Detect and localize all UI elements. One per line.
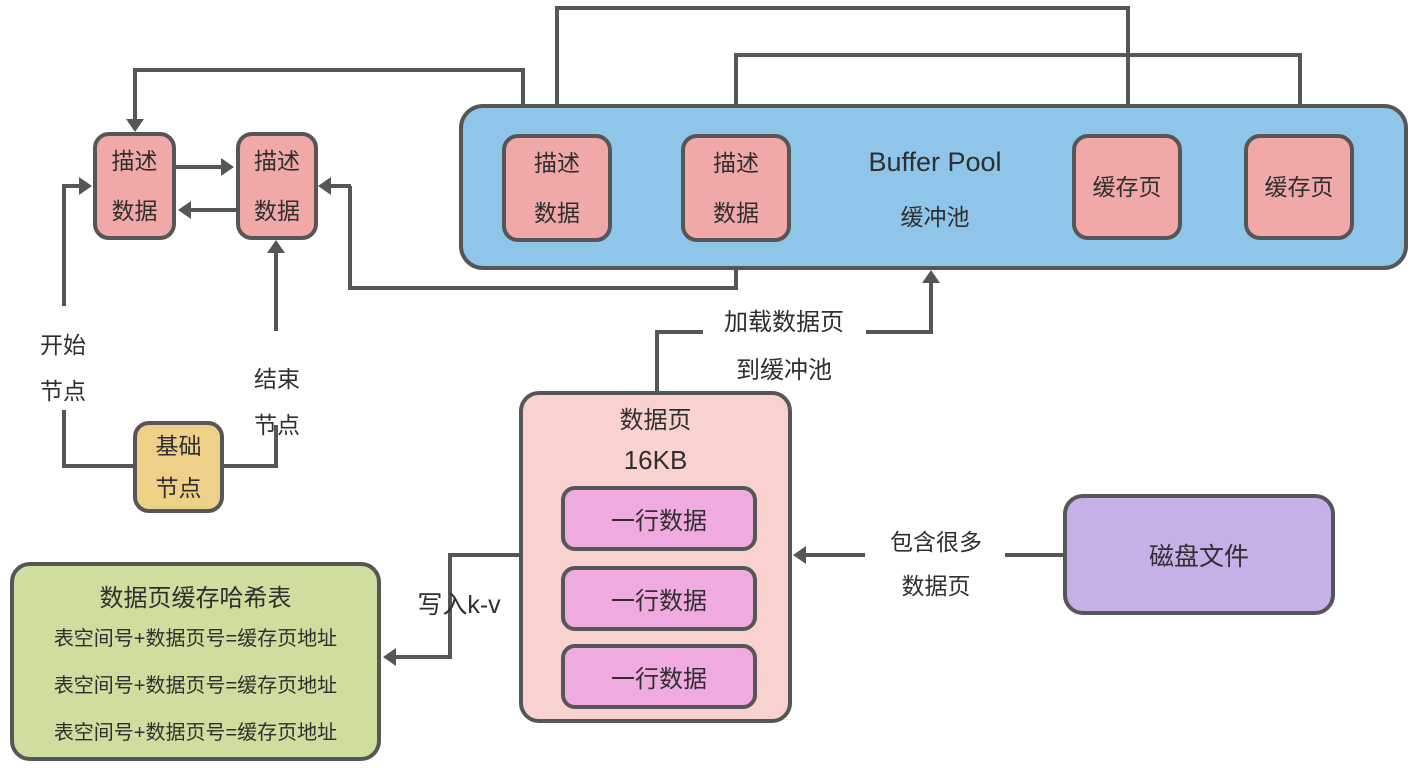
node-label: 描述 [534,150,580,176]
data-row: 一行数据 [561,644,757,709]
label-line: 结束 [254,366,300,392]
buffer-pool-title: Buffer Pool [868,147,1002,177]
node-label: 数据 [713,200,759,226]
label-line: 包含很多 [890,529,982,555]
line-segment [274,425,278,468]
data-row-label: 一行数据 [611,666,707,693]
label-line: 数据页 [901,573,971,599]
line-segment [396,655,452,659]
label-line: 节点 [40,378,86,404]
line-segment [190,208,236,212]
node-label: 缓存页 [1264,174,1334,200]
line-segment [348,186,352,290]
arrowhead-left [793,546,806,564]
describe-data-node-pool-2: 描述 数据 [681,134,791,242]
line-segment [62,410,66,468]
line-segment [331,184,351,188]
data-row: 一行数据 [561,566,757,631]
line-segment [1005,553,1063,557]
label-line: 加载数据页 [724,309,844,336]
line-segment [62,464,133,468]
data-page-node: 数据页 16KB 一行数据 一行数据 一行数据 [519,391,792,723]
node-label: 描述 [713,150,759,176]
line-segment [555,6,1130,10]
line-segment [348,286,738,290]
arrowhead-up [267,240,285,253]
hash-table-row: 表空间号+数据页号=缓存页地址 [53,628,338,650]
node-label: 描述 [254,148,300,174]
arrowhead-right [79,177,92,195]
disk-file-node: 磁盘文件 [1063,494,1335,615]
line-segment [1298,53,1302,121]
node-label: 基础 [155,433,202,459]
line-segment [274,251,278,331]
node-label: 缓存页 [1092,174,1162,200]
label-line: 开始 [40,332,86,358]
line-segment [62,184,66,306]
line-segment [655,330,703,334]
describe-data-node-left-1: 描述 数据 [93,132,176,240]
write-kv-label: 写入k-v [404,585,514,621]
base-node: 基础 节点 [133,421,224,513]
line-segment [734,53,738,134]
line-segment [1126,6,1130,121]
hash-table-title: 数据页缓存哈希表 [99,585,292,612]
arrowhead-down [126,119,144,132]
line-segment [176,165,221,169]
line-segment [62,184,80,188]
line-segment [133,68,137,120]
describe-data-node-pool-1: 描述 数据 [502,134,612,242]
label-line: 节点 [254,412,300,438]
data-page-title: 数据页 [619,407,692,434]
start-node-label: 开始 节点 [28,322,98,414]
line-segment [555,6,559,134]
end-node-label: 结束 节点 [242,356,312,448]
data-row-label: 一行数据 [611,588,707,615]
hash-table-row: 表空间号+数据页号=缓存页地址 [53,722,338,744]
label-line: 到缓冲池 [736,357,832,384]
line-segment [223,464,278,468]
data-row: 一行数据 [561,486,757,551]
arrowhead-up [922,270,940,283]
arrowhead-left [383,648,396,666]
node-label: 磁盘文件 [1148,542,1249,571]
arrowhead-left [178,201,191,219]
line-segment [734,53,1302,57]
line-segment [929,282,933,334]
line-segment [866,330,933,334]
line-segment [133,68,525,72]
hash-table-node: 数据页缓存哈希表 表空间号+数据页号=缓存页地址 表空间号+数据页号=缓存页地址… [10,562,381,761]
line-segment [806,553,865,557]
arrowhead-left [318,177,331,195]
line-segment [655,330,659,391]
describe-data-node-left-2: 描述 数据 [236,132,318,240]
cache-page-node-1: 缓存页 [1072,134,1182,240]
node-label: 数据 [534,200,580,226]
line-segment [448,553,519,557]
line-segment [521,68,525,134]
buffer-pool-subtitle: 缓冲池 [900,204,970,230]
cache-page-node-2: 缓存页 [1244,134,1354,240]
line-segment [448,553,452,659]
hash-table-row: 表空间号+数据页号=缓存页地址 [53,675,338,697]
arrowhead-right [221,158,234,176]
label-line: 写入k-v [417,591,501,619]
load-page-label: 加载数据页 到缓冲池 [704,299,864,395]
node-label: 数据 [254,198,300,224]
contains-pages-label: 包含很多 数据页 [866,520,1006,608]
node-label: 数据 [111,198,158,224]
data-row-label: 一行数据 [611,508,707,535]
data-page-size: 16KB [623,445,688,475]
node-label: 描述 [111,148,158,174]
node-label: 节点 [155,475,202,501]
